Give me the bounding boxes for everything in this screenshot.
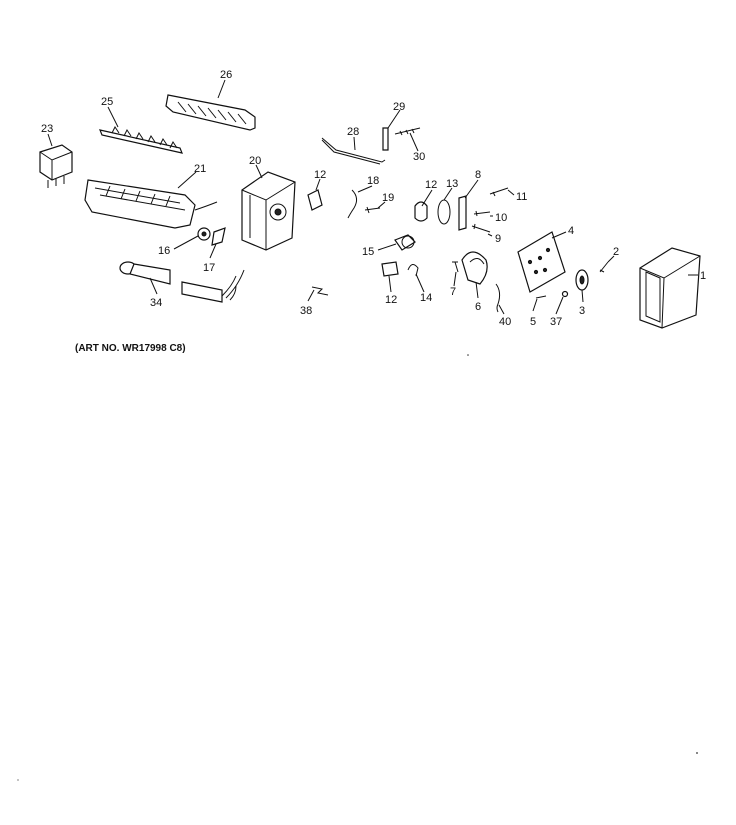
callout-11: 11	[516, 191, 527, 203]
callout-2: 2	[613, 246, 619, 258]
callout-19: 19	[382, 192, 394, 204]
part-37-shape	[561, 290, 569, 298]
scan-dot	[17, 779, 19, 781]
part-21-shape	[84, 179, 218, 229]
part-15-shape	[394, 234, 416, 251]
part-17-shape	[211, 227, 226, 246]
callout-4: 4	[568, 225, 574, 237]
part-2-shape	[599, 261, 609, 273]
part-28-shape	[321, 137, 386, 163]
callout-23: 23	[41, 123, 53, 135]
callout-17: 17	[203, 262, 215, 274]
callout-28: 28	[347, 126, 359, 138]
part-4-shape	[517, 231, 566, 293]
callout-34: 34	[150, 297, 162, 309]
callout-15: 15	[362, 246, 374, 258]
part-9-shape	[471, 223, 491, 233]
callout-12-middle: 12	[425, 179, 437, 191]
part-11-shape	[489, 187, 509, 197]
part-30-shape	[394, 127, 421, 136]
scan-dot	[696, 752, 698, 754]
part-25-shape	[99, 126, 183, 154]
callout-7: 7	[450, 286, 456, 298]
callout-12-upper: 12	[314, 169, 326, 181]
callout-18: 18	[367, 175, 379, 187]
part-18-shape	[347, 189, 358, 219]
callout-25: 25	[101, 96, 113, 108]
leader-lines	[47, 79, 698, 315]
part-12-middle-shape	[414, 201, 428, 222]
callout-26: 26	[220, 69, 232, 81]
callout-38: 38	[300, 305, 312, 317]
callout-37: 37	[550, 316, 562, 328]
callout-13: 13	[446, 178, 458, 190]
part-6-shape	[461, 251, 488, 285]
callout-29: 29	[393, 101, 405, 113]
callout-3: 3	[579, 305, 585, 317]
part-7-shape	[452, 261, 459, 273]
part-23-shape	[39, 144, 73, 188]
part-29-shape	[382, 127, 389, 151]
callout-6: 6	[475, 301, 481, 313]
part-12-upper-shape	[307, 189, 323, 211]
part-19-shape	[364, 206, 381, 214]
callout-21: 21	[194, 163, 206, 175]
callout-labels: 26 25 29 23 28 30 21 20 12 18 12 13 8 19…	[41, 69, 706, 328]
part-40-shape	[495, 283, 501, 313]
callout-20: 20	[249, 155, 261, 167]
part-10-shape	[473, 210, 491, 217]
part-14-shape	[407, 264, 419, 277]
part-20-shape	[241, 171, 296, 251]
callout-8: 8	[475, 169, 481, 181]
callout-30: 30	[413, 151, 425, 163]
wire-harness-shape	[181, 269, 245, 303]
part-34-shape	[119, 261, 171, 285]
part-8-shape	[458, 195, 467, 231]
part-1-shape	[639, 247, 701, 329]
part-12-lower-shape	[381, 261, 399, 277]
part-5-shape	[535, 295, 547, 299]
callout-14: 14	[420, 292, 432, 304]
scan-dot	[467, 354, 469, 356]
art-number-caption: (ART NO. WR17998 C8)	[75, 343, 186, 354]
part-13-shape	[437, 199, 451, 225]
callout-12-lower: 12	[385, 294, 397, 306]
callout-16: 16	[158, 245, 170, 257]
callout-9: 9	[495, 233, 501, 245]
callout-40: 40	[499, 316, 511, 328]
callout-1: 1	[700, 270, 706, 282]
part-26-shape	[165, 94, 256, 131]
callout-10: 10	[495, 212, 507, 224]
part-3-shape	[575, 269, 589, 291]
part-38-shape	[311, 286, 329, 296]
callout-5: 5	[530, 316, 536, 328]
